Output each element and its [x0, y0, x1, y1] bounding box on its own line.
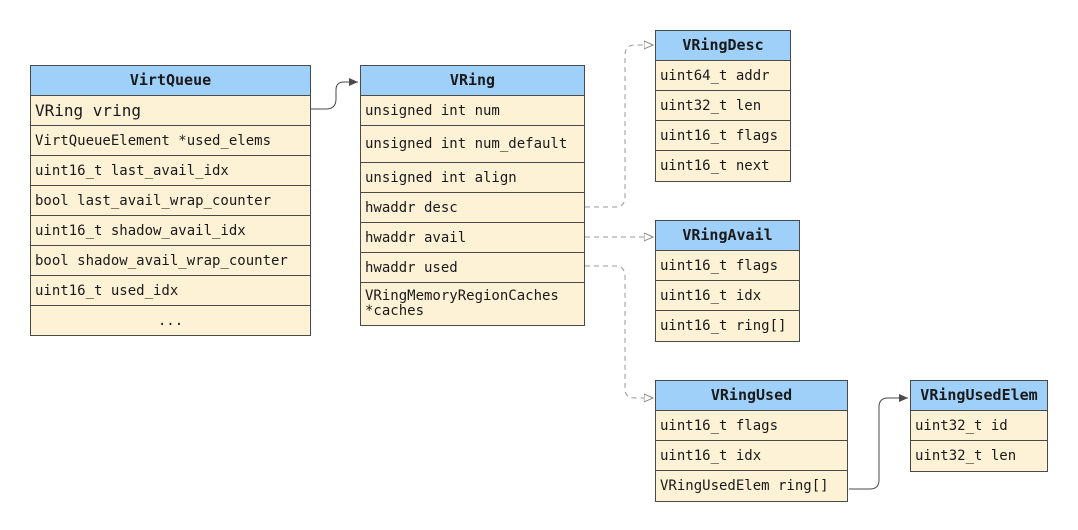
- struct-vringavail: VRingAvail uint16_t flags uint16_t idx u…: [655, 220, 800, 342]
- field-shadow-avail-idx: uint16_t shadow_avail_idx: [31, 216, 310, 246]
- struct-title: VRing: [361, 66, 584, 96]
- field-flags: uint16_t flags: [656, 251, 799, 281]
- field-flags: uint16_t flags: [656, 411, 847, 441]
- field-num-default: unsigned int num_default: [361, 126, 584, 163]
- field-idx: uint16_t idx: [656, 281, 799, 311]
- struct-vringused: VRingUsed uint16_t flags uint16_t idx VR…: [655, 380, 848, 502]
- field-last-avail-idx: uint16_t last_avail_idx: [31, 156, 310, 186]
- field-flags: uint16_t flags: [656, 121, 790, 151]
- field-ring: VRingUsedElem ring[]: [660, 478, 829, 494]
- field-num: unsigned int num: [361, 96, 584, 126]
- field-used: hwaddr used: [361, 253, 584, 283]
- field-used-elems: VirtQueueElement *used_elems: [31, 126, 310, 156]
- link-vringused-ring-to-vringusedelem: [849, 394, 908, 490]
- struct-title: VRingUsedElem: [911, 381, 1047, 411]
- struct-vring: VRing unsigned int num unsigned int num_…: [360, 65, 585, 326]
- field-vring: VRing vring: [31, 96, 310, 126]
- field-ring: uint16_t ring[]: [660, 318, 787, 334]
- struct-title: VRingDesc: [656, 31, 790, 61]
- field-idx: uint16_t idx: [656, 441, 847, 471]
- struct-title: VRingAvail: [656, 221, 799, 251]
- struct-vringusedelem: VRingUsedElem uint32_t id uint32_t len: [910, 380, 1048, 472]
- link-virtqueue-vring-to-vring: [311, 78, 358, 110]
- field-used-idx: uint16_t used_idx: [31, 276, 310, 306]
- field-caches: VRingMemoryRegionCaches *caches: [365, 288, 559, 319]
- link-vring-desc-to-vringdesc: [585, 45, 653, 208]
- struct-virtqueue: VirtQueue VRing vring VirtQueueElement *…: [30, 65, 311, 336]
- struct-title: VirtQueue: [31, 66, 310, 96]
- field-avail: hwaddr avail: [361, 223, 584, 253]
- field-id: uint32_t id: [911, 411, 1047, 441]
- link-vring-used-to-vringused: [585, 265, 653, 398]
- field-addr: uint64_t addr: [656, 61, 790, 91]
- field-len: uint32_t len: [915, 448, 1017, 464]
- field-len: uint32_t len: [656, 91, 790, 121]
- field-shadow-avail-wrap-counter: bool shadow_avail_wrap_counter: [31, 246, 310, 276]
- field-next: uint16_t next: [660, 158, 770, 174]
- struct-title: VRingUsed: [656, 381, 847, 411]
- field-ellipsis: ...: [157, 312, 184, 329]
- field-last-avail-wrap-counter: bool last_avail_wrap_counter: [31, 186, 310, 216]
- field-desc: hwaddr desc: [361, 193, 584, 223]
- field-align: unsigned int align: [361, 163, 584, 193]
- struct-vringdesc: VRingDesc uint64_t addr uint32_t len uin…: [655, 30, 791, 182]
